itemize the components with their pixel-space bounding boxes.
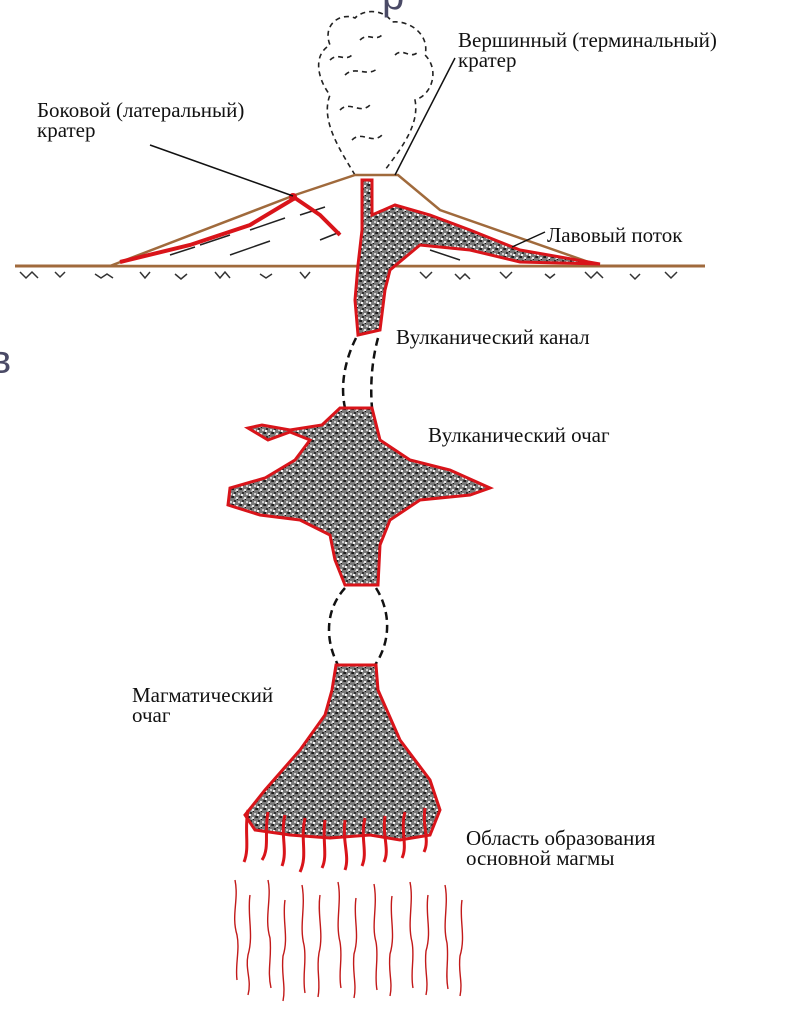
label-summit-crater-line1: Вершинный (терминальный) bbox=[458, 30, 717, 50]
leader-summit-crater bbox=[395, 58, 455, 175]
label-primary-magma-zone-line1: Область образования bbox=[466, 828, 655, 848]
label-summit-crater: Вершинный (терминальный) кратер bbox=[458, 30, 717, 70]
channel-connector-upper bbox=[343, 338, 378, 408]
ash-plume bbox=[319, 12, 433, 175]
label-summit-crater-line2: кратер bbox=[458, 50, 717, 70]
magma-chamber bbox=[245, 665, 440, 840]
label-side-crater: Боковой (латеральный) кратер bbox=[37, 100, 244, 140]
label-side-crater-line1: Боковой (латеральный) bbox=[37, 100, 244, 120]
label-magma-chamber: Магматический очаг bbox=[132, 685, 273, 725]
label-magma-chamber-line1: Магматический bbox=[132, 685, 273, 705]
edge-glyph-left: в bbox=[0, 338, 11, 383]
leader-side-crater bbox=[150, 145, 293, 196]
label-primary-magma-zone-line2: основной магмы bbox=[466, 848, 655, 868]
label-magma-chamber-line2: очаг bbox=[132, 705, 273, 725]
label-lava-flow: Лавовый поток bbox=[547, 225, 682, 245]
label-volcanic-chamber: Вулканический очаг bbox=[428, 425, 610, 445]
melt-zone-streaks bbox=[235, 880, 463, 1001]
label-side-crater-line2: кратер bbox=[37, 120, 244, 140]
label-volcanic-channel: Вулканический канал bbox=[396, 327, 590, 347]
label-primary-magma-zone: Область образования основной магмы bbox=[466, 828, 655, 868]
edge-glyph-top: р bbox=[382, 0, 404, 19]
channel-connector-lower bbox=[329, 588, 387, 665]
